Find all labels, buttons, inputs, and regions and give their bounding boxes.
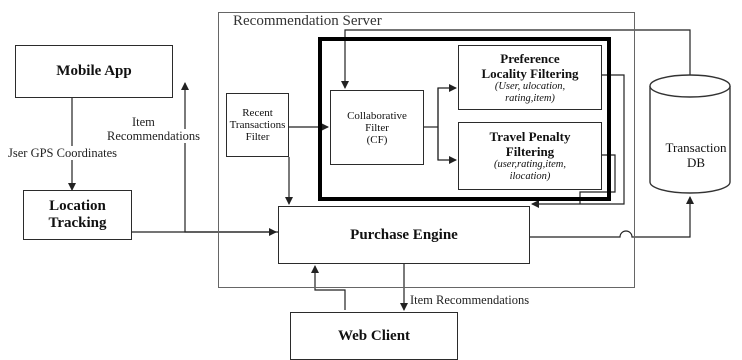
arrow-preference-to-purchase (531, 74, 625, 208)
preference-params-line2: rating,item) (505, 92, 555, 104)
location-tracking-line2: Tracking (48, 215, 107, 231)
mobile-app-node[interactable]: Mobile App (15, 45, 173, 98)
travel-penalty-filtering-node[interactable]: Travel Penalty Filtering (user,rating,it… (458, 122, 602, 190)
travel-params-line2: ilocation) (509, 171, 551, 182)
location-tracking-line1: Location (49, 198, 106, 214)
location-tracking-node[interactable]: Location Tracking (23, 190, 132, 240)
recent-filter-line3: Filter (245, 131, 270, 143)
collaborative-filter-node[interactable]: Collaborative Filter (CF) (330, 90, 424, 165)
recent-filter-line1: Recent (242, 107, 273, 119)
item-recommendations-bottom: Item Recommendations (410, 293, 530, 307)
preference-params-line1: (User, ulocation, (494, 80, 566, 92)
mobile-app-label: Mobile App (56, 63, 132, 79)
arrow-purchase-to-db (530, 196, 694, 238)
item-recommendations-left-line1: Item (132, 115, 155, 129)
preference-line2: Locality Filtering (481, 65, 579, 81)
travel-line2: Filtering (505, 144, 555, 159)
web-client-label: Web Client (337, 327, 411, 344)
cf-line2: Filter (365, 121, 389, 134)
recent-transactions-filter-node[interactable]: Recent Transactions Filter (226, 93, 289, 157)
preference-locality-filtering-node[interactable]: Preference Locality Filtering (User, ulo… (458, 45, 602, 110)
purchase-engine-node[interactable]: Purchase Engine (278, 206, 530, 264)
item-recommendations-left-line2: Recommendations (107, 129, 201, 143)
web-client-node[interactable]: Web Client (290, 312, 458, 360)
filter-group-frame (318, 37, 611, 201)
cf-line3: (CF) (366, 133, 388, 146)
db-line2: DB (686, 155, 706, 170)
db-cylinder-shape (649, 74, 731, 194)
cf-line1: Collaborative (347, 109, 407, 122)
recent-filter-line2: Transactions (229, 119, 286, 131)
purchase-engine-label: Purchase Engine (350, 226, 458, 243)
arrow-cf-to-travel (437, 88, 457, 164)
recommendation-server-container (218, 12, 635, 288)
server-title: Recommendation Server (233, 13, 382, 29)
travel-line1: Travel Penalty (489, 129, 571, 144)
transaction-db-node[interactable]: Transaction DB (650, 140, 742, 170)
preference-line1: Preference (500, 50, 560, 66)
arrow-web-to-purchase (311, 265, 346, 310)
db-line1: Transaction (665, 140, 727, 155)
gps-coordinates-label: Jser GPS Coordinates (8, 146, 118, 160)
arrow-db-to-cf (341, 29, 691, 89)
travel-params-line1: (user,rating,item, (493, 159, 567, 170)
